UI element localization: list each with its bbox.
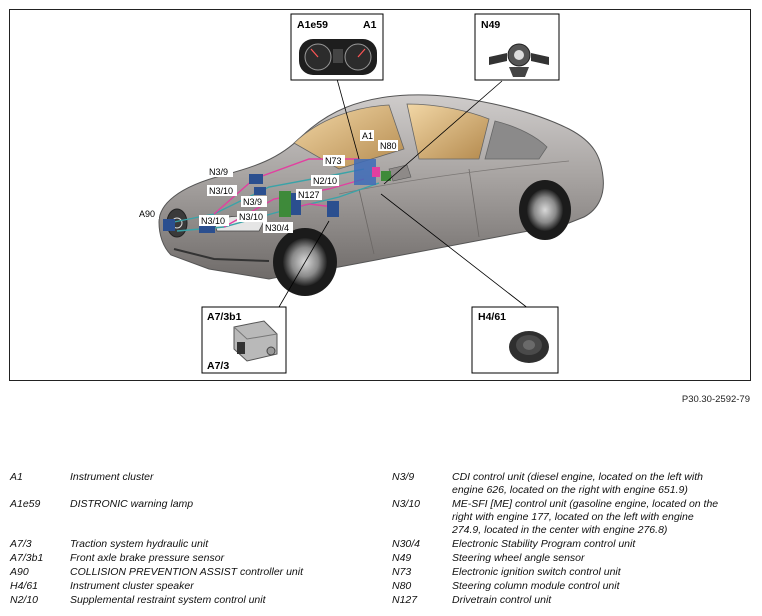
label-n127: N127 xyxy=(298,190,320,200)
callout-a7-3: A7/3 xyxy=(207,360,229,372)
callout-n49: N49 xyxy=(481,19,500,31)
rear-wheel xyxy=(519,180,571,240)
brake-callout: A7/3b1 A7/3 xyxy=(201,306,287,374)
steering-callout: N49 xyxy=(474,13,560,81)
label-n3-10-low: N3/10 xyxy=(201,216,225,226)
callout-a1: A1 xyxy=(363,19,377,31)
label-n80: N80 xyxy=(380,141,397,151)
vehicle-illustration: A1e59 A1 N49 A7/3b1 A7/3 xyxy=(137,13,604,374)
cluster-callout: A1e59 A1 xyxy=(290,13,384,81)
figure-id: P30.30-2592-79 xyxy=(681,394,750,405)
label-a90: A90 xyxy=(139,209,155,219)
legend-right: N3/9 CDI control unit (diesel engine, lo… xyxy=(392,471,719,606)
label-n3-9-rear: N3/9 xyxy=(243,197,262,207)
speaker-callout: H4/61 xyxy=(471,306,559,374)
control-units xyxy=(163,159,391,233)
hydraulic-unit-icon xyxy=(233,320,278,362)
label-a1: A1 xyxy=(362,131,373,141)
instrument-cluster-icon xyxy=(299,39,377,75)
leader-lines xyxy=(278,78,530,310)
label-n3-10-front: N3/10 xyxy=(209,186,233,196)
steering-angle-sensor-icon xyxy=(489,43,549,77)
callout-a7-3b1: A7/3b1 xyxy=(207,311,242,323)
label-n3-9-front: N3/9 xyxy=(209,167,228,177)
legend-left: A1 Instrument cluster A1e59 DISTRONIC wa… xyxy=(10,471,304,606)
callout-h4-61: H4/61 xyxy=(478,311,506,323)
speaker-icon xyxy=(509,331,549,363)
callout-a1e59: A1e59 xyxy=(297,19,328,31)
label-n30-4: N30/4 xyxy=(265,223,289,233)
car-labels: A1 N80 N73 N3/9 N3/10 N2/10 N127 N3/9 N3… xyxy=(137,130,398,233)
label-n3-10-rear: N3/10 xyxy=(239,212,263,222)
label-n2-10: N2/10 xyxy=(313,176,337,186)
label-n73: N73 xyxy=(325,156,342,166)
